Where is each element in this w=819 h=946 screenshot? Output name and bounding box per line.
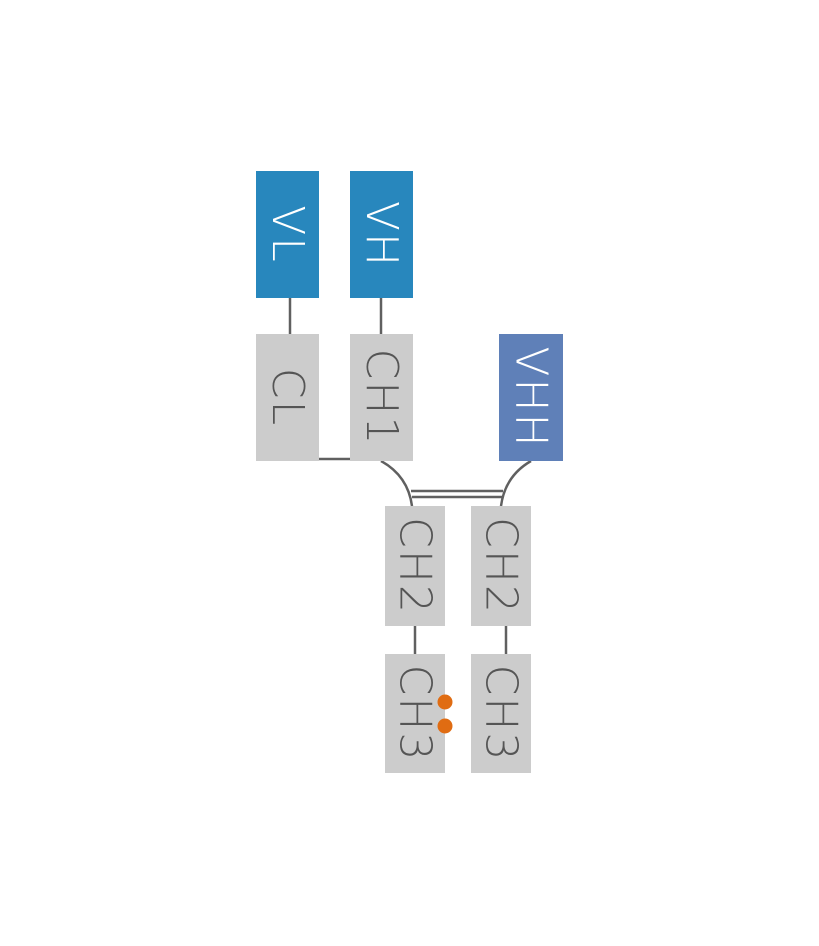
domain-vhh: VHH <box>499 334 563 461</box>
domain-label: CH3 <box>476 665 527 763</box>
domain-box <box>385 654 445 773</box>
domain-box <box>499 334 563 461</box>
domain-box <box>350 334 413 461</box>
ch1-ch2-hinge <box>380 459 414 507</box>
domain-label: VH <box>356 201 407 268</box>
domain-vl: VL <box>256 171 319 298</box>
connectors <box>288 298 532 654</box>
domain-label: CH3 <box>390 665 441 763</box>
domain-label: VL <box>262 205 313 264</box>
domain-box <box>385 506 445 626</box>
domain-ch3-right: CH3 <box>471 654 531 773</box>
domain-label: CH1 <box>356 349 407 447</box>
domain-label: VHH <box>506 346 557 448</box>
domain-box <box>471 654 531 773</box>
domain-box <box>471 506 531 626</box>
domain-box <box>350 171 413 298</box>
domain-ch2-left: CH2 <box>385 506 445 626</box>
domain-ch3-left: CH3 <box>385 654 445 773</box>
domain-label: CL <box>262 368 313 427</box>
domain-cl: CL <box>256 334 319 461</box>
knob-marker-1 <box>437 694 453 710</box>
domain-box <box>256 171 319 298</box>
domain-vh: VH <box>350 171 413 298</box>
vhh-ch2-hinge <box>499 459 532 507</box>
domain-label: CH2 <box>390 517 441 615</box>
domain-label: CH2 <box>476 517 527 615</box>
knob-marker-2 <box>437 718 453 734</box>
domain-ch1: CH1 <box>350 334 413 461</box>
domain-box <box>256 334 319 461</box>
domain-ch2-right: CH2 <box>471 506 531 626</box>
